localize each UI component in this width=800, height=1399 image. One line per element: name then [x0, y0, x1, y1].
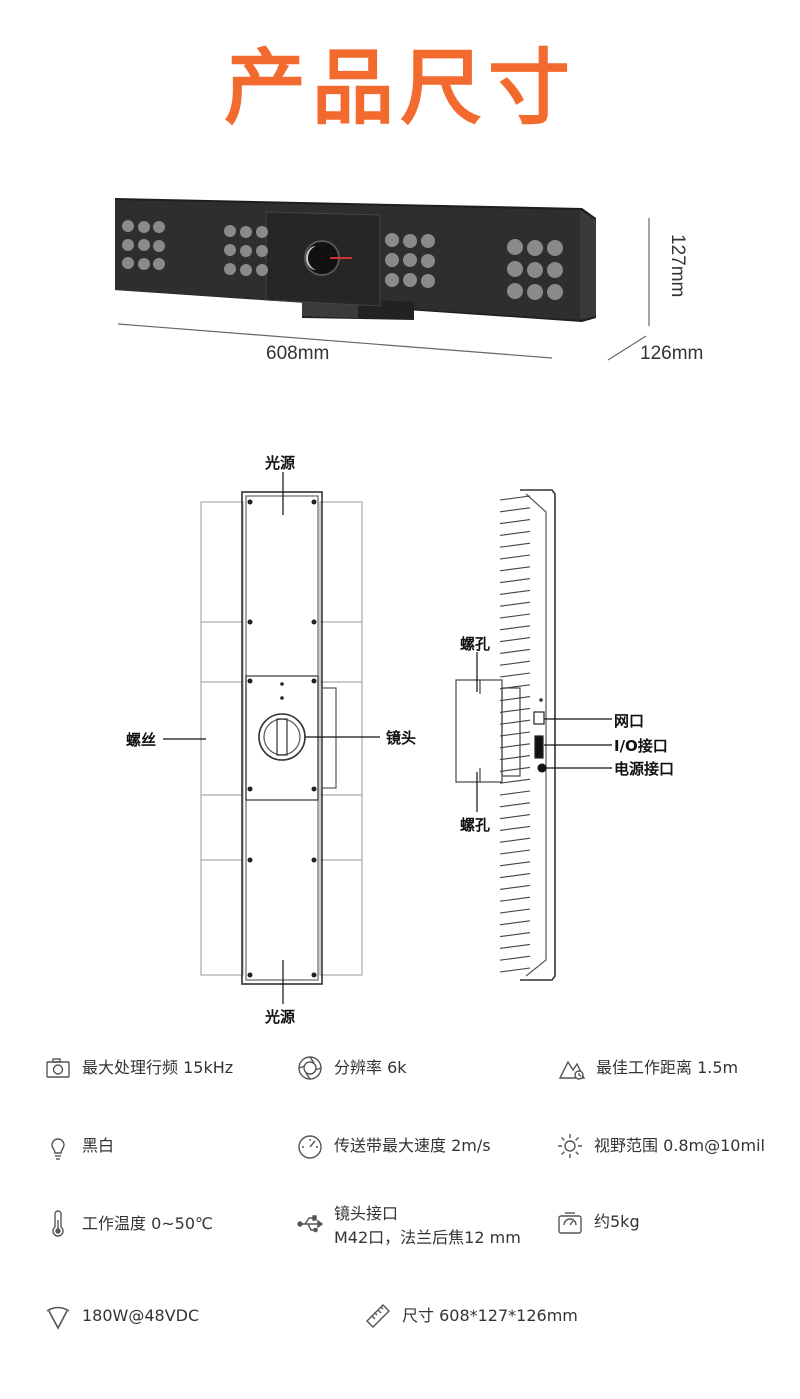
technical-drawing [163, 472, 612, 1004]
heat-sink-fin [499, 660, 531, 666]
heat-sink-fin [499, 766, 531, 772]
power-icon [44, 1302, 72, 1330]
heat-sink-fin [499, 719, 531, 725]
spec-size: 尺寸 608*127*126mm [364, 1302, 578, 1330]
heat-sink-fin [499, 566, 531, 572]
heat-sink-fin [499, 578, 531, 584]
heat-sink-fin [499, 507, 531, 513]
heat-sink-fin [499, 707, 531, 713]
heat-sink-fin [499, 672, 531, 678]
heat-sink-fin [499, 884, 531, 890]
screw-hole-top-label: 螺孔 [460, 635, 491, 653]
heat-sink-fin [499, 967, 531, 973]
spec-power: 180W@48VDC [44, 1302, 199, 1330]
depth-label: 126mm [640, 343, 704, 364]
heat-sink-fin [499, 955, 531, 961]
distance-icon [558, 1054, 586, 1082]
bulb-icon [44, 1132, 72, 1160]
length-label: 608mm [266, 343, 330, 364]
heat-sink-fin [499, 530, 531, 536]
heat-sink-fin [499, 861, 531, 867]
page-title: 产品尺寸 [223, 41, 576, 136]
heat-sink-fin [499, 802, 531, 808]
light-source-bottom-label: 光源 [265, 1008, 296, 1026]
spec-temperature: 工作温度 0~50℃ [44, 1210, 213, 1238]
heat-sink-fin [499, 731, 531, 737]
heat-sink-fin [499, 908, 531, 914]
spec-lens-mount: 镜头接口 M42口，法兰后焦12 mm [296, 1200, 521, 1250]
heat-sink-fin [499, 825, 531, 831]
heat-sink-fin [499, 755, 531, 761]
usb-icon [296, 1210, 324, 1238]
side-view [455, 489, 556, 981]
heat-sink-fin [499, 601, 531, 607]
lens-mount-title: 镜头接口 [334, 1204, 399, 1223]
lens-label: 镜头 [386, 729, 417, 747]
network-port-label: 网口 [614, 712, 645, 730]
sun-icon [556, 1132, 584, 1160]
spec-weight: 约5kg [556, 1208, 640, 1236]
spec-resolution: 分辨率 6k [296, 1054, 407, 1082]
screw-label: 螺丝 [126, 731, 157, 749]
heat-sink-fin [499, 743, 531, 749]
heat-sink-fin [499, 542, 531, 548]
lens-mount-detail: M42口，法兰后焦12 mm [334, 1228, 521, 1247]
heat-sink-fin [499, 648, 531, 654]
heat-sink-fin [499, 589, 531, 595]
heat-sink-fin [499, 684, 531, 690]
thermometer-icon [44, 1210, 72, 1238]
spec-field-of-view: 视野范围 0.8m@10mil [556, 1132, 765, 1160]
ruler-icon [364, 1302, 392, 1330]
heat-sink-fin [499, 790, 531, 796]
heat-sink-fin [499, 613, 531, 619]
spec-line-rate: 最大处理行频 15kHz [44, 1054, 233, 1082]
heat-sink-fin [499, 920, 531, 926]
heat-sink-fin [499, 637, 531, 643]
heat-sink-fin [499, 625, 531, 631]
product-photo [115, 198, 650, 361]
light-source-top-label: 光源 [265, 454, 296, 472]
heat-sink-fin [499, 519, 531, 525]
spec-belt-speed: 传送带最大速度 2m/s [296, 1132, 491, 1160]
heat-sink-fin [499, 873, 531, 879]
heat-sink-fin [499, 495, 531, 501]
heat-sink-fin [499, 943, 531, 949]
speedometer-icon [296, 1132, 324, 1160]
heat-sink-fin [499, 837, 531, 843]
scale-icon [556, 1208, 584, 1236]
heat-sink-fin [499, 778, 531, 784]
heat-sink-fin [499, 814, 531, 820]
heat-sink-fin [499, 696, 531, 702]
front-view [200, 491, 363, 985]
heat-sink-fin [499, 849, 531, 855]
spec-color: 黑白 [44, 1132, 114, 1160]
camera-icon [44, 1054, 72, 1082]
heat-sink-fin [499, 554, 531, 560]
heat-sink-fin [499, 896, 531, 902]
io-port-label: I/O接口 [614, 737, 668, 755]
screw-hole-bottom-label: 螺孔 [460, 816, 491, 834]
spec-best-distance: 最佳工作距离 1.5m [558, 1054, 738, 1082]
aperture-icon [296, 1054, 324, 1082]
power-port-label: 电源接口 [614, 760, 675, 778]
heat-sink-fin [499, 932, 531, 938]
